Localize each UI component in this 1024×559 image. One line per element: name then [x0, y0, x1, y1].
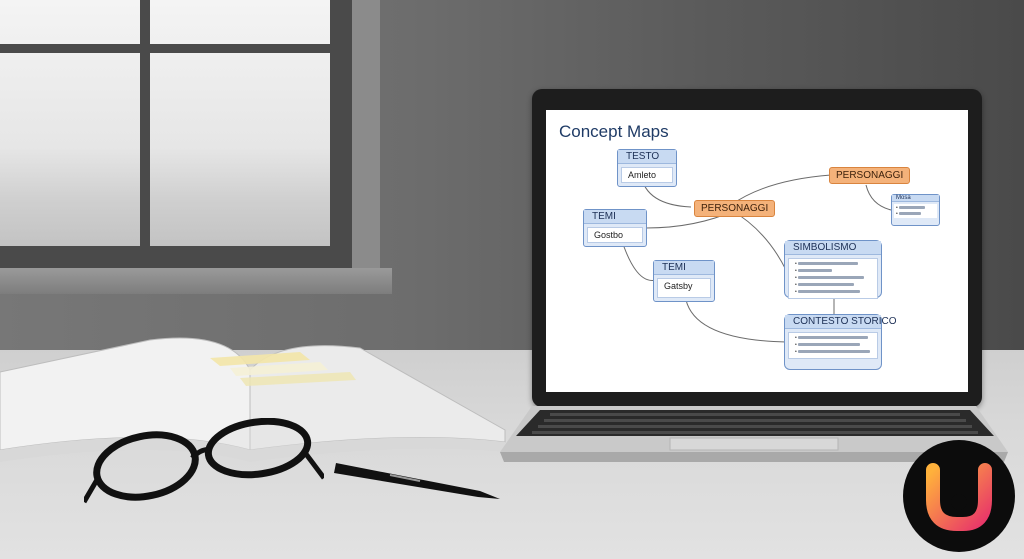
- node-simbolismo[interactable]: SIMBOLISMO: [784, 240, 882, 299]
- laptop-screen: Concept Maps TESTO Amleto TEMI Gostbo PE…: [546, 110, 968, 392]
- node-contesto-storico[interactable]: CONTESTO STORICO: [784, 314, 897, 370]
- node-contesto-storico-line: [795, 335, 873, 342]
- node-mosa-body: • •: [894, 204, 937, 218]
- node-simbolismo-line: [795, 282, 873, 289]
- node-simbolismo-list: [793, 261, 873, 296]
- node-temi-center[interactable]: TEMI Gatsby: [653, 260, 715, 302]
- pen: [334, 463, 500, 499]
- node-simbolismo-line: [795, 268, 873, 275]
- node-temi-left-heading: TEMI: [584, 210, 646, 224]
- node-simbolismo-heading: SIMBOLISMO: [785, 241, 881, 255]
- node-contesto-storico-list: [793, 335, 873, 356]
- node-simbolismo-body: [788, 258, 878, 299]
- window-frame-bottom: [0, 246, 352, 268]
- laptop-trackpad: [669, 437, 839, 451]
- node-temi-center-heading: TEMI: [654, 261, 714, 275]
- node-contesto-storico-body: [788, 332, 878, 359]
- window-sill: [0, 268, 392, 294]
- laptop-base: [500, 406, 1008, 462]
- u-letter-logo-icon: [926, 463, 992, 531]
- node-temi-left-body: Gostbo: [587, 227, 643, 243]
- node-contesto-storico-line: [795, 342, 873, 349]
- window-frame-right: [330, 0, 352, 268]
- node-mosa[interactable]: Mosa • •: [891, 194, 940, 226]
- node-mosa-line: •: [896, 211, 935, 217]
- concept-map-title: Concept Maps: [559, 122, 669, 141]
- node-simbolismo-line: [795, 289, 873, 296]
- node-personaggi-right[interactable]: PERSONAGGI: [829, 167, 911, 184]
- window-mullion-horizontal: [0, 44, 352, 53]
- concept-map-connectors: [620, 174, 892, 343]
- node-temi-left[interactable]: TEMI Gostbo: [583, 209, 647, 247]
- node-simbolismo-line: [795, 261, 873, 268]
- window-glass: [0, 0, 352, 268]
- node-testo[interactable]: TESTO Amleto: [617, 149, 677, 187]
- node-mosa-line: •: [896, 205, 935, 211]
- node-temi-center-body: Gatsby: [657, 278, 711, 298]
- window-mullion-vertical: [140, 0, 150, 268]
- node-mosa-heading: Mosa: [892, 195, 939, 202]
- laptop-keyboard: [516, 410, 994, 436]
- eyeglasses: [84, 418, 324, 504]
- node-simbolismo-line: [795, 275, 873, 282]
- node-contesto-storico-line: [795, 349, 873, 356]
- open-book: [0, 337, 506, 462]
- brand-logo-badge: [903, 440, 1015, 552]
- node-testo-body: Amleto: [621, 167, 673, 183]
- node-personaggi-center[interactable]: PERSONAGGI: [694, 200, 776, 217]
- node-contesto-storico-heading: CONTESTO STORICO: [785, 315, 897, 329]
- node-testo-heading: TESTO: [618, 150, 676, 164]
